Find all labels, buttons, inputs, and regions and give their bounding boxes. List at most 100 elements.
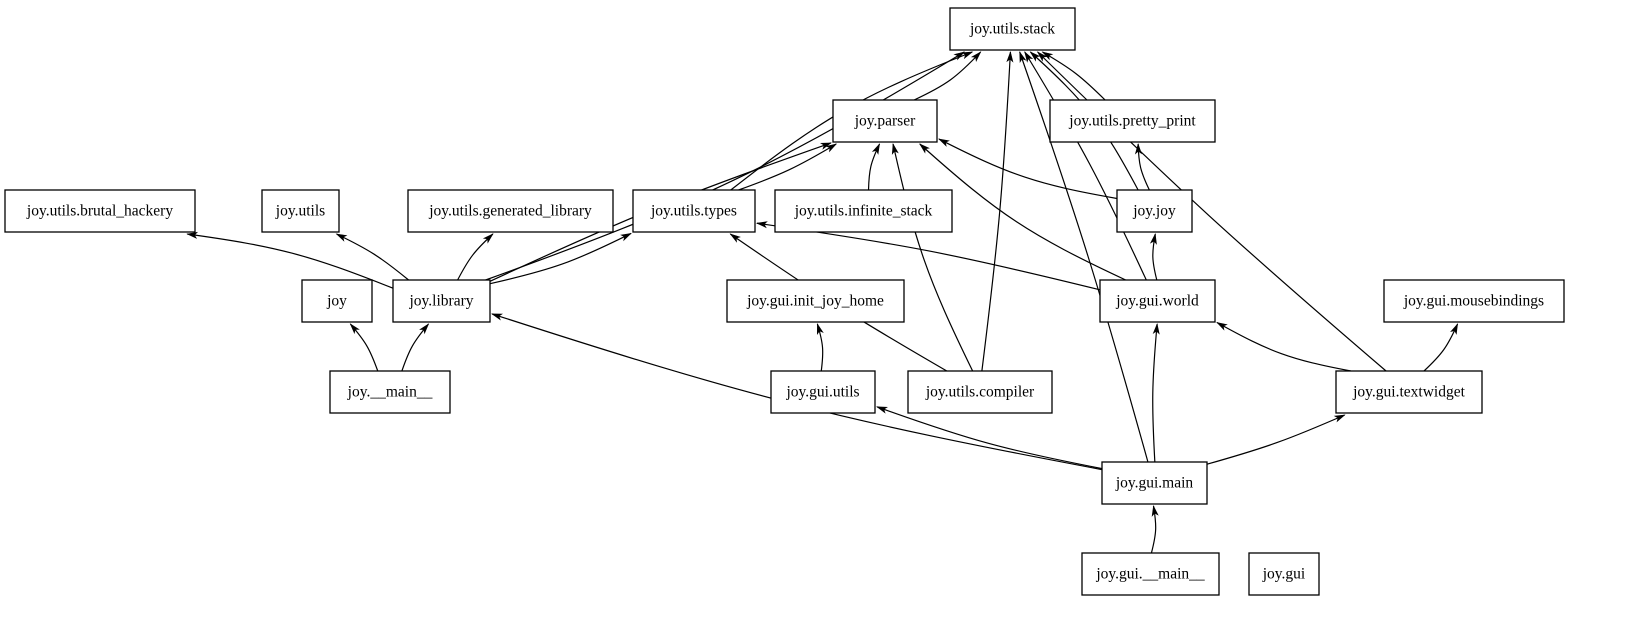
- edge-arrowhead: [1041, 51, 1054, 61]
- graph-node[interactable]: joy: [301, 279, 373, 323]
- graph-node[interactable]: joy.utils: [261, 189, 340, 233]
- node-box[interactable]: [907, 370, 1053, 414]
- node-label: joy: [326, 293, 347, 310]
- node-label: joy.utils.compiler: [925, 384, 1035, 401]
- node-box[interactable]: [1081, 552, 1220, 596]
- graph-node[interactable]: joy.gui.mousebindings: [1383, 279, 1565, 323]
- edge-arrowhead: [186, 231, 199, 239]
- node-label: joy.utils.types: [650, 203, 737, 220]
- node-label: joy.gui.utils: [785, 384, 859, 401]
- graph-node[interactable]: joy.gui.main: [1101, 461, 1208, 505]
- edge-arrowhead: [825, 143, 838, 153]
- node-label: joy.__main__: [347, 384, 433, 401]
- node-box[interactable]: [832, 99, 938, 143]
- edge-arrowhead: [1029, 51, 1041, 62]
- node-box[interactable]: [1101, 461, 1208, 505]
- edge-arrowhead: [816, 323, 824, 335]
- edge-arrowhead: [729, 233, 741, 243]
- node-box[interactable]: [726, 279, 905, 323]
- edge-arrowhead: [349, 323, 360, 335]
- edge-arrowhead: [871, 143, 880, 155]
- graph-edge: [876, 406, 1103, 470]
- node-box[interactable]: [4, 189, 196, 233]
- node-label: joy.utils.infinite_stack: [794, 203, 933, 220]
- graph-node[interactable]: joy.gui.utils: [770, 370, 876, 414]
- node-label: joy.utils.generated_library: [428, 203, 592, 220]
- node-label: joy.gui: [1262, 566, 1306, 583]
- edge-arrowhead: [1450, 323, 1458, 335]
- node-box[interactable]: [770, 370, 876, 414]
- edge-arrowhead: [876, 406, 888, 414]
- node-box[interactable]: [774, 189, 953, 233]
- edge-arrowhead: [1006, 50, 1014, 63]
- edge-arrowhead: [1036, 51, 1048, 62]
- node-box[interactable]: [407, 189, 614, 233]
- graph-edge: [1024, 51, 1147, 281]
- node-box[interactable]: [632, 189, 756, 233]
- node-label: joy.utils: [275, 203, 325, 220]
- node-label: joy.utils.pretty_print: [1068, 113, 1196, 130]
- graph-node[interactable]: joy.utils.infinite_stack: [774, 189, 953, 233]
- edge-arrowhead: [1151, 504, 1159, 517]
- node-box[interactable]: [1248, 552, 1320, 596]
- graph-edge: [1216, 322, 1352, 372]
- graph-node[interactable]: joy.gui.__main__: [1081, 552, 1220, 596]
- edge-arrowhead: [755, 221, 768, 229]
- node-box[interactable]: [1335, 370, 1483, 414]
- node-box[interactable]: [1383, 279, 1565, 323]
- node-label: joy.gui.__main__: [1095, 566, 1205, 583]
- graph-edge: [938, 138, 1118, 200]
- graph-edge: [489, 232, 632, 285]
- node-label: joy.gui.mousebindings: [1403, 293, 1544, 310]
- graph-edge: [485, 51, 965, 281]
- graph-edge: [913, 51, 982, 101]
- node-layer: joy.utils.stack joy.parser joy.utils.prett…: [4, 7, 1565, 596]
- edge-arrowhead: [1019, 51, 1027, 63]
- graph-node[interactable]: joy.utils.stack: [949, 7, 1076, 51]
- node-box[interactable]: [329, 370, 451, 414]
- edge-arrowhead: [891, 143, 899, 155]
- edge-arrowhead: [491, 313, 503, 321]
- node-box[interactable]: [261, 189, 340, 233]
- node-box[interactable]: [1099, 279, 1216, 323]
- node-box[interactable]: [1049, 99, 1216, 143]
- graph-node[interactable]: joy.utils.generated_library: [407, 189, 614, 233]
- graph-node[interactable]: joy.utils.compiler: [907, 370, 1053, 414]
- graph-node[interactable]: joy.joy: [1116, 189, 1193, 233]
- edge-arrowhead: [970, 51, 982, 62]
- graph-edge: [1152, 323, 1158, 463]
- graph-node[interactable]: joy.gui.world: [1099, 279, 1216, 323]
- node-box[interactable]: [949, 7, 1076, 51]
- graph-edge: [1042, 51, 1106, 101]
- node-label: joy.gui.init_joy_home: [746, 293, 884, 310]
- graph-node[interactable]: joy.gui: [1248, 552, 1320, 596]
- graph-edge: [187, 233, 394, 289]
- graph-node[interactable]: joy.library: [392, 279, 491, 323]
- graph-edge: [981, 51, 1012, 372]
- graph-edge: [1019, 51, 1149, 463]
- edge-arrowhead: [961, 51, 974, 60]
- node-label: joy.utils.stack: [969, 21, 1055, 38]
- graph-edge: [892, 143, 974, 372]
- node-label: joy.gui.textwidget: [1352, 384, 1465, 401]
- edge-arrowhead: [1216, 322, 1228, 331]
- graph-node[interactable]: joy.utils.pretty_print: [1049, 99, 1216, 143]
- node-box[interactable]: [392, 279, 491, 323]
- node-label: joy.parser: [854, 113, 916, 130]
- node-box[interactable]: [301, 279, 373, 323]
- graph-node[interactable]: joy.utils.types: [632, 189, 756, 233]
- graph-node[interactable]: joy.__main__: [329, 370, 451, 414]
- graph-node[interactable]: joy.gui.init_joy_home: [726, 279, 905, 323]
- node-label: joy.joy: [1132, 203, 1176, 220]
- edge-arrowhead: [820, 142, 832, 150]
- graph-node[interactable]: joy.parser: [832, 99, 938, 143]
- edge-arrowhead: [1024, 51, 1034, 63]
- graph-node[interactable]: joy.gui.textwidget: [1335, 370, 1483, 414]
- graph-node[interactable]: joy.utils.brutal_hackery: [4, 189, 196, 233]
- edge-arrowhead: [620, 233, 632, 242]
- node-box[interactable]: [1116, 189, 1193, 233]
- edge-arrowhead: [1152, 322, 1160, 335]
- node-label: joy.gui.world: [1115, 293, 1199, 310]
